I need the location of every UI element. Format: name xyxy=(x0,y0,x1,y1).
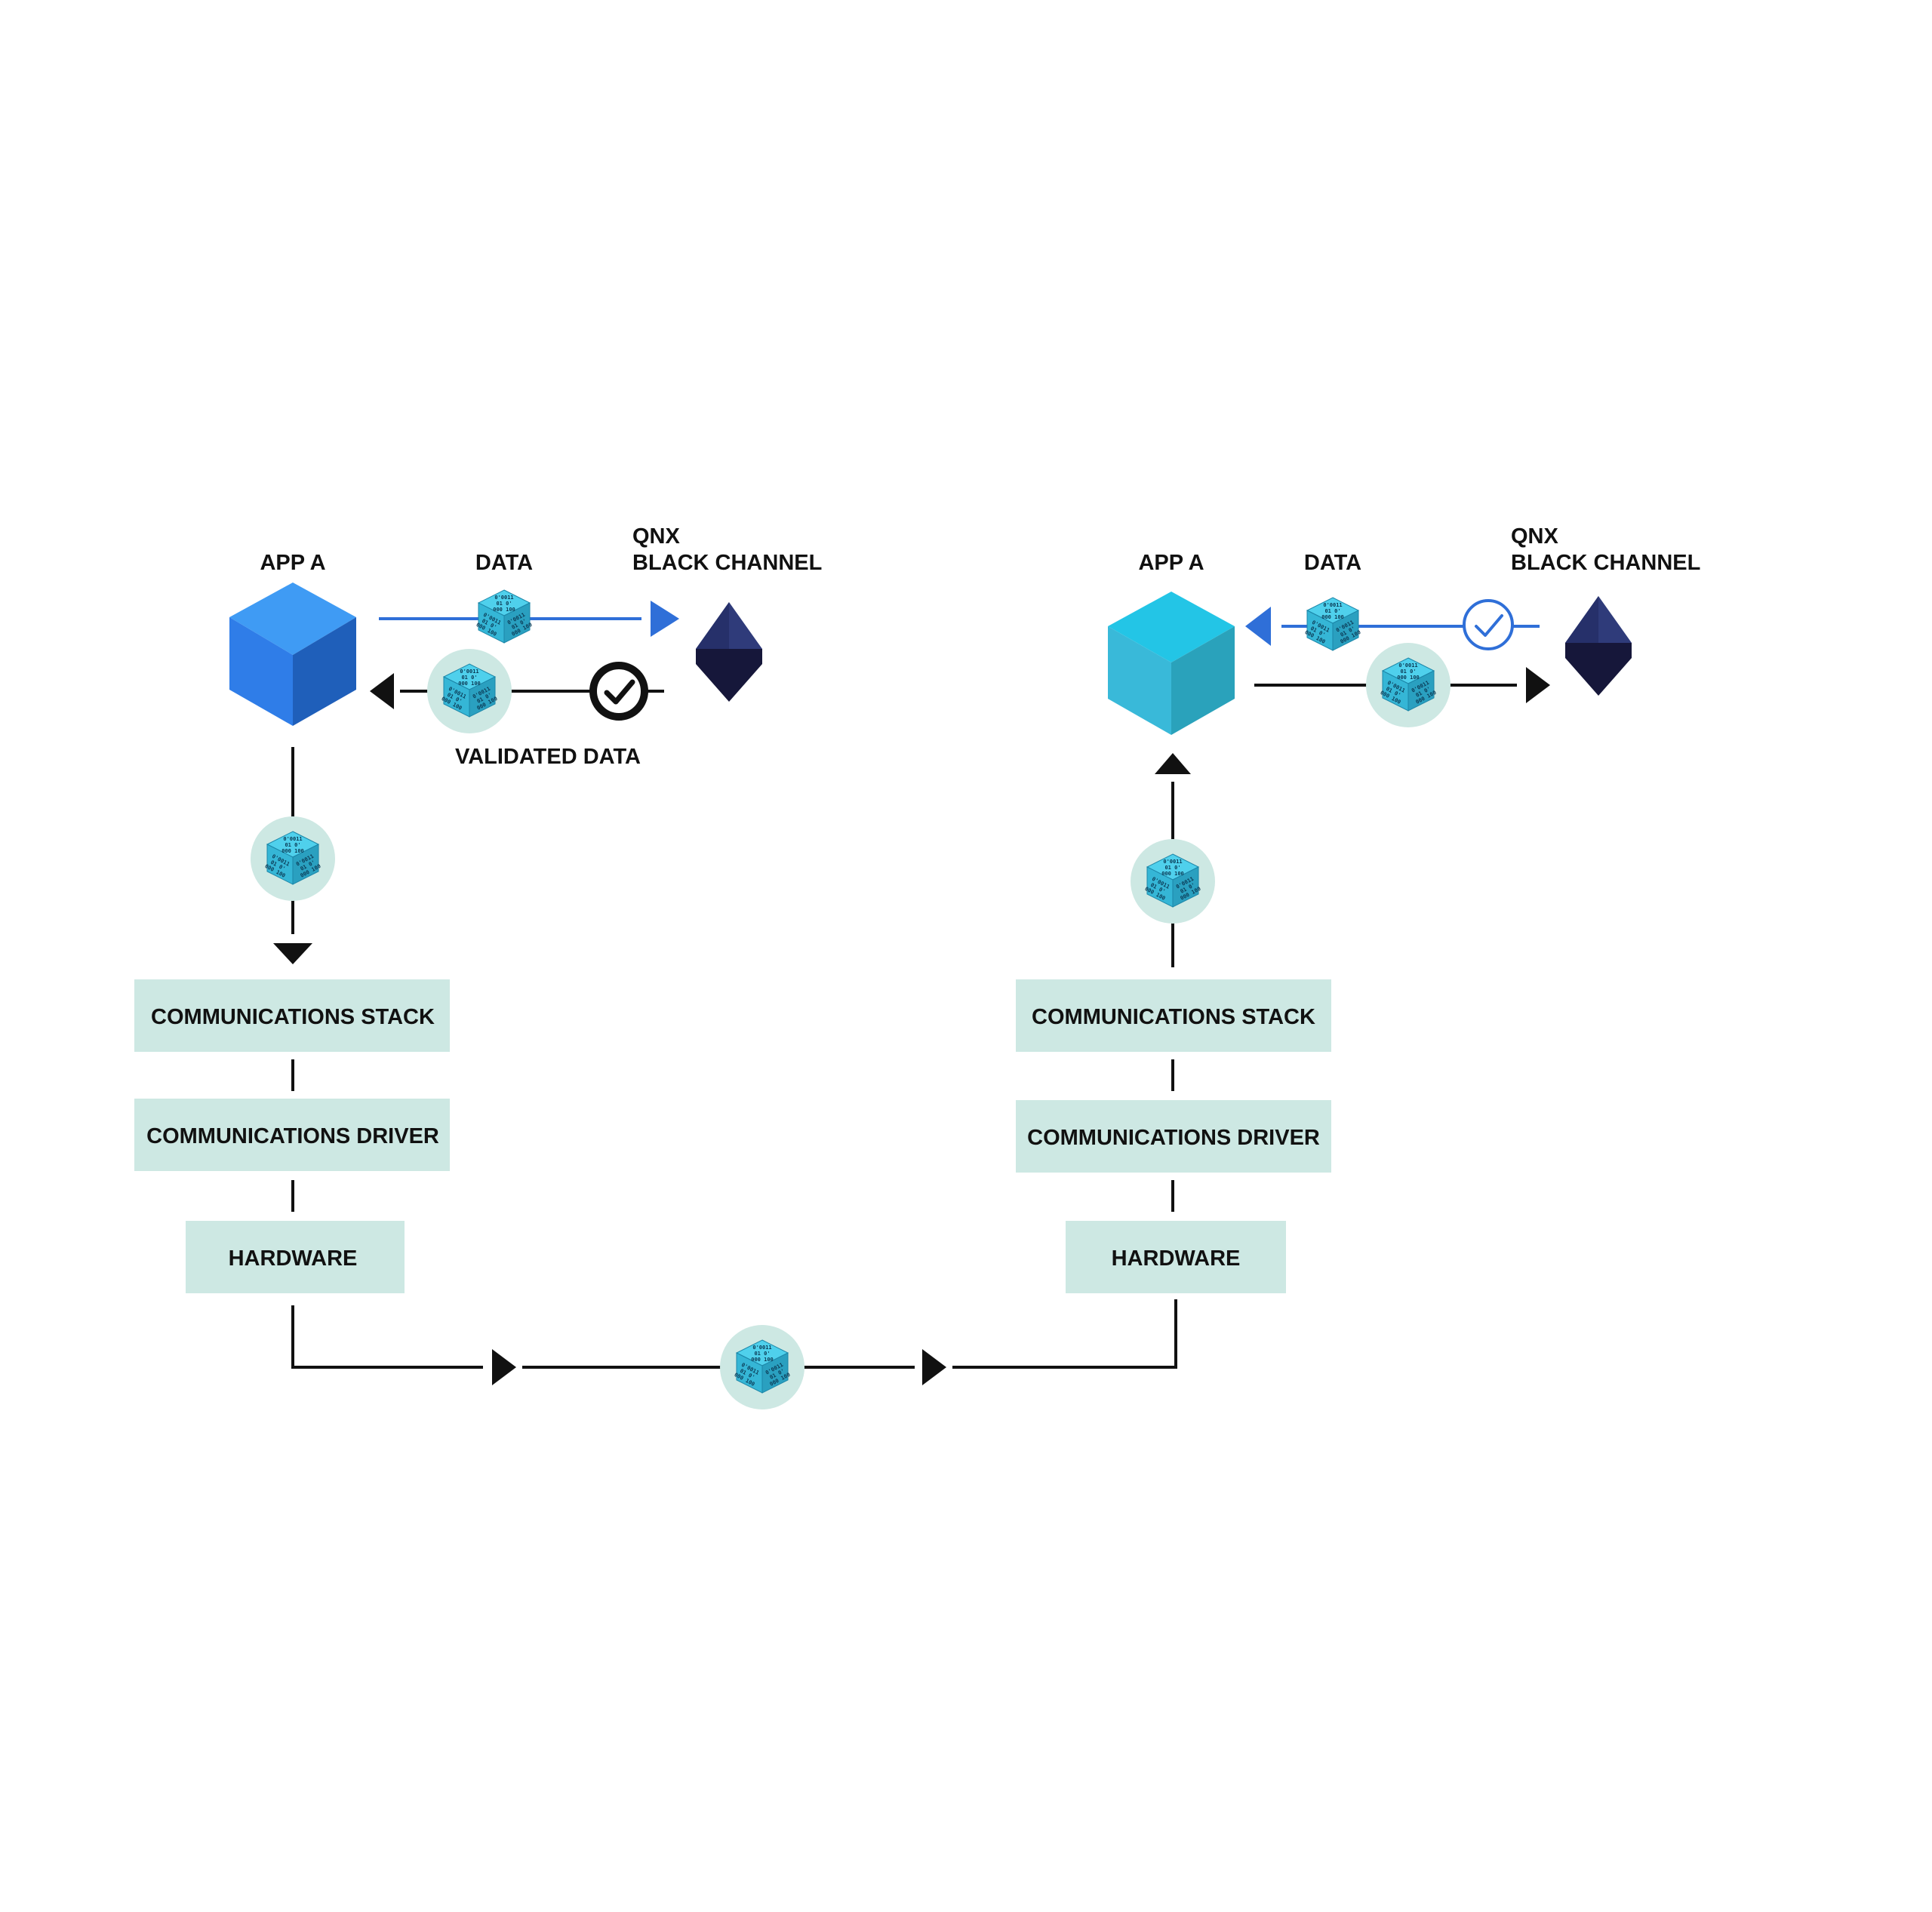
left-comm-stack-box xyxy=(134,979,450,1052)
link-arrowhead-2 xyxy=(922,1349,946,1385)
left-hardware-label: HARDWARE xyxy=(229,1246,358,1271)
right-data-label: DATA xyxy=(1304,551,1361,575)
right-outgoing-arrowhead xyxy=(1526,667,1550,703)
right-qnx-label-line1: QNX xyxy=(1511,524,1559,549)
right-data-arrowhead xyxy=(1245,607,1271,646)
right-hardware-box xyxy=(1066,1221,1286,1293)
left-down-arrowhead xyxy=(273,943,312,964)
svg-text:0'0011: 0'0011 xyxy=(283,836,302,842)
svg-text:0'0011: 0'0011 xyxy=(1163,859,1182,865)
right-qnx-label-line2: BLACK CHANNEL xyxy=(1511,551,1700,575)
svg-text:000 100: 000 100 xyxy=(1321,614,1344,620)
right-qnx-gem-icon xyxy=(1565,596,1632,696)
left-hardware-link-line xyxy=(291,1305,483,1369)
left-app-label: APP A xyxy=(260,551,325,575)
left-data-arrowhead xyxy=(651,601,679,637)
svg-text:000 100: 000 100 xyxy=(1161,871,1184,877)
svg-text:01 0': 01 0' xyxy=(754,1351,770,1357)
left-validated-label: VALIDATED DATA xyxy=(455,745,641,769)
right-up-arrowhead xyxy=(1155,753,1191,774)
left-comm-stack-label: COMMUNICATIONS STACK xyxy=(151,1005,435,1029)
right-comm-driver-box xyxy=(1016,1100,1331,1173)
left-app-cube-icon xyxy=(229,583,356,726)
svg-text:000 100: 000 100 xyxy=(751,1357,774,1363)
right-comm-stack-label: COMMUNICATIONS STACK xyxy=(1032,1005,1315,1029)
left-comm-driver-label: COMMUNICATIONS DRIVER xyxy=(146,1124,439,1148)
left-comm-driver-box xyxy=(134,1099,450,1171)
right-comm-stack-box xyxy=(1016,979,1331,1052)
left-qnx-label-line2: BLACK CHANNEL xyxy=(632,551,822,575)
right-comm-driver-label: COMMUNICATIONS DRIVER xyxy=(1027,1126,1320,1150)
svg-text:0'0011: 0'0011 xyxy=(1323,602,1342,608)
right-hardware-link-line xyxy=(952,1299,1177,1369)
svg-text:01 0': 01 0' xyxy=(496,601,512,607)
left-data-label: DATA xyxy=(475,551,533,575)
svg-text:01 0': 01 0' xyxy=(1324,608,1340,614)
svg-text:01 0': 01 0' xyxy=(1164,865,1180,871)
svg-text:01 0': 01 0' xyxy=(1400,669,1416,675)
left-qnx-label-line1: QNX xyxy=(632,524,681,549)
svg-text:000 100: 000 100 xyxy=(1397,675,1420,681)
left-validated-arrowhead xyxy=(370,673,394,709)
svg-text:0'0011: 0'0011 xyxy=(460,669,478,675)
svg-text:0'0011: 0'0011 xyxy=(494,595,513,601)
svg-text:01 0': 01 0' xyxy=(461,675,477,681)
right-app-label: APP A xyxy=(1138,551,1204,575)
left-qnx-gem-icon xyxy=(696,602,762,702)
link-arrowhead-1 xyxy=(492,1349,516,1385)
left-checkmark-icon xyxy=(589,662,648,721)
svg-text:0'0011: 0'0011 xyxy=(1398,662,1417,669)
left-hardware-box xyxy=(186,1221,405,1293)
right-hardware-label: HARDWARE xyxy=(1112,1246,1241,1271)
right-checkmark-icon xyxy=(1463,599,1514,650)
svg-text:000 100: 000 100 xyxy=(458,681,481,687)
svg-text:000 100: 000 100 xyxy=(281,848,304,854)
svg-text:01 0': 01 0' xyxy=(285,842,300,848)
right-app-cube-icon xyxy=(1108,592,1235,735)
svg-text:0'0011: 0'0011 xyxy=(752,1345,771,1351)
svg-text:000 100: 000 100 xyxy=(493,607,515,613)
